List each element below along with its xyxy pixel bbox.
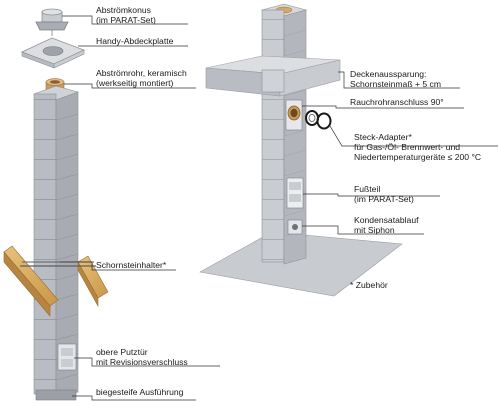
label-abdeckplatte: Handy-Abdeckplatte	[96, 36, 174, 46]
fussteil-panel	[286, 177, 304, 209]
label-schornsteinhalter: Schornsteinhalter*	[96, 260, 167, 270]
label-putztuer: obere Putztür mit Revisionsverschluss	[96, 347, 188, 368]
schornsteinhalter-beams	[3, 245, 109, 317]
abstroemkonus-cap	[35, 8, 69, 36]
putztuer-door	[57, 343, 77, 371]
rauchrohr-connection	[285, 99, 303, 131]
leader-lines	[60, 15, 498, 401]
footnote-zubehoer: * Zubehör	[350, 280, 388, 290]
decke-slab	[205, 55, 341, 97]
ground-plate	[199, 231, 403, 297]
label-abstroemkonus: Abströmkonus (im PARAT-Set)	[96, 5, 156, 26]
label-steckadapter: Steck-Adapter* für Gas-/Öl- Brennwert- u…	[354, 132, 482, 163]
label-abstroemrohr: Abströmrohr, keramisch (werkseitig monti…	[96, 68, 187, 89]
label-rauchrohr: Rauchrohranschluss 90°	[350, 97, 444, 107]
label-ausfuehrung: biegesteife Ausführung	[96, 387, 184, 397]
left-chimney-body	[33, 85, 79, 401]
kondensatablauf	[287, 219, 303, 235]
label-fussteil: Fußteil (im PARAT-Set)	[354, 184, 414, 205]
abdeckplatte-plate	[20, 37, 86, 69]
label-deckenaussparung: Deckenaussparung: Schornsteinmaß + 5 cm	[350, 69, 441, 90]
steckadapter-rings	[305, 110, 332, 130]
label-kondensat: Kondensatablauf mit Siphon	[354, 215, 419, 236]
